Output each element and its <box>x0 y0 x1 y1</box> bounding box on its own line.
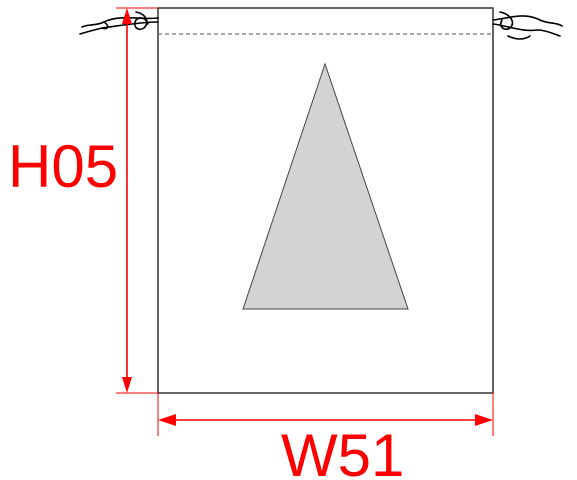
width-arrow-left <box>158 414 176 426</box>
right-drawstring-cord <box>492 11 563 40</box>
width-arrow-right <box>475 414 493 426</box>
height-arrow-top <box>122 8 132 24</box>
left-drawstring-cord <box>79 11 159 35</box>
height-arrow-bottom <box>122 377 132 393</box>
width-label: W51 <box>281 422 404 480</box>
triangle-motif <box>242 62 409 310</box>
height-label: H05 <box>8 133 118 200</box>
